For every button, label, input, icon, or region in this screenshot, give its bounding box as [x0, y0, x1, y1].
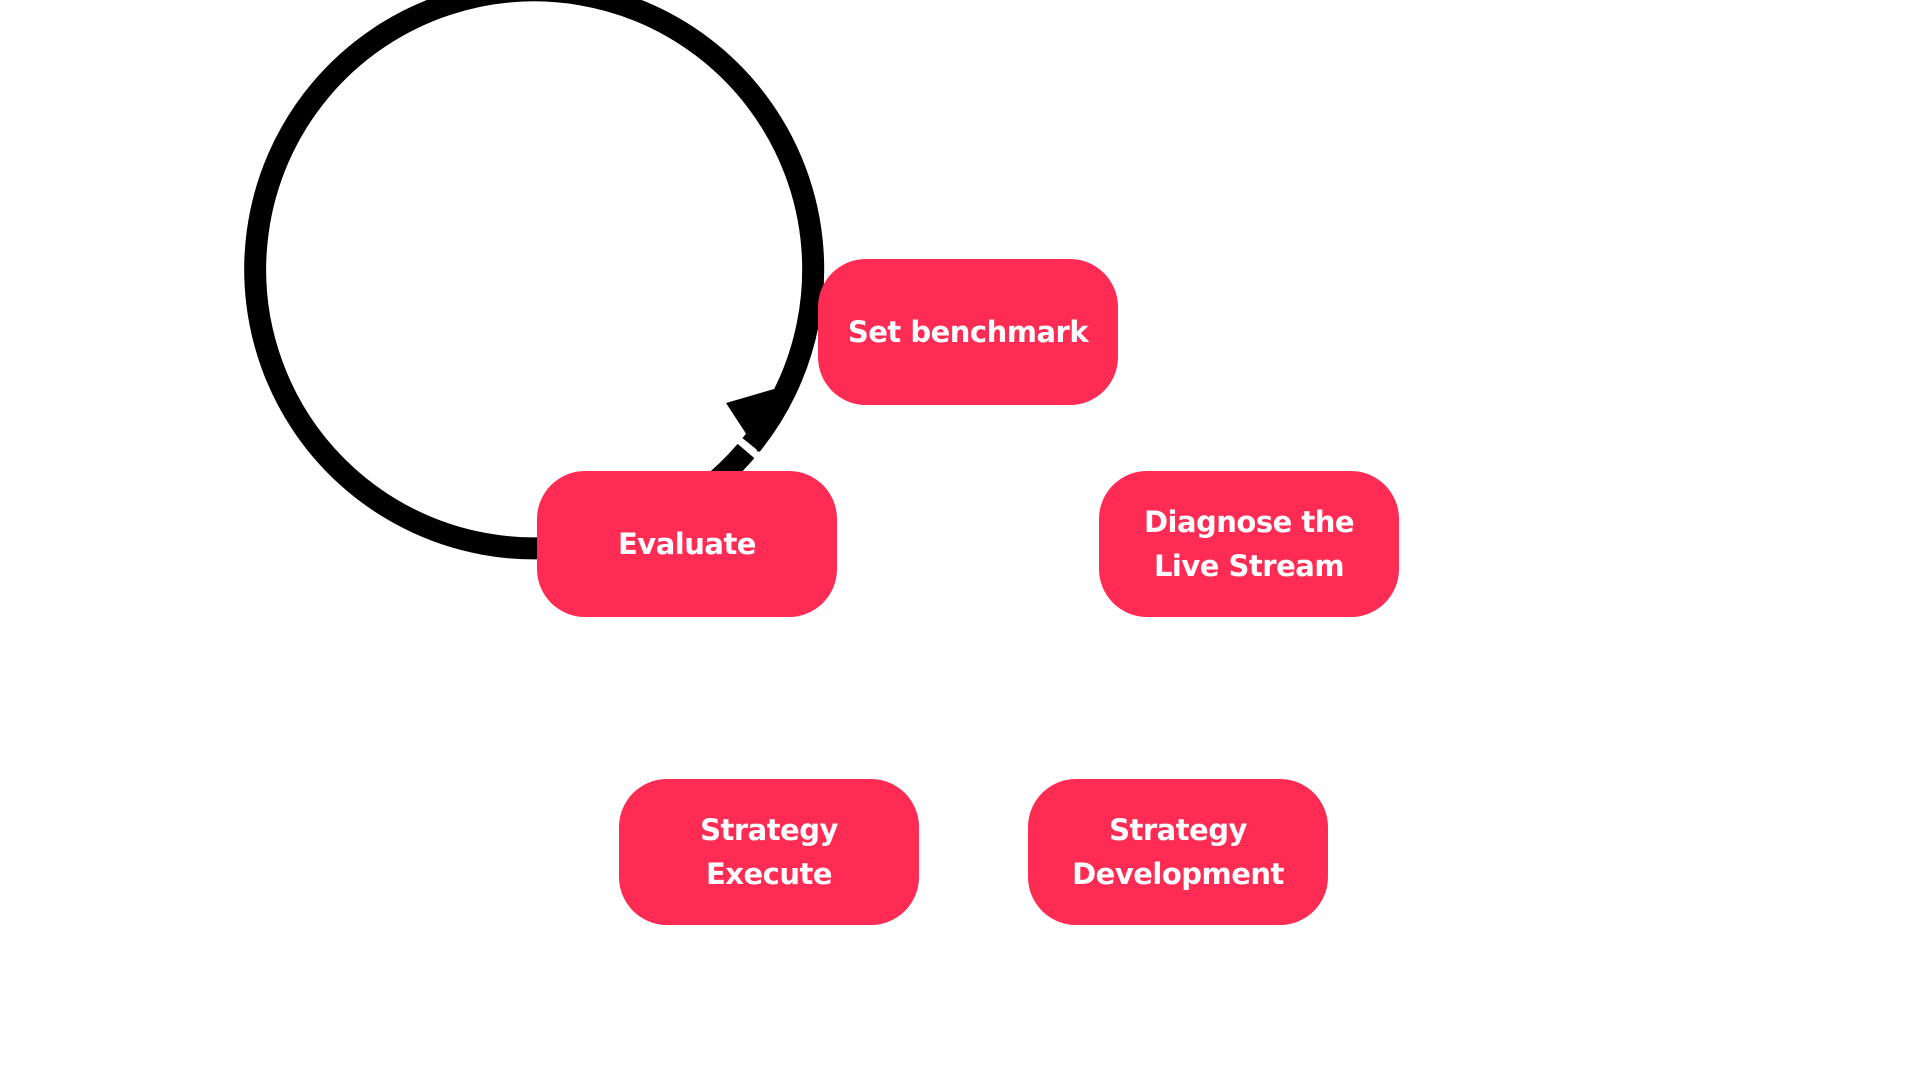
step-label: Strategy Development [1072, 813, 1284, 891]
step-label: Strategy Execute [700, 813, 838, 891]
step-strategy-development: Strategy Development [1028, 779, 1328, 925]
cycle-ring-path [244, 0, 825, 560]
step-evaluate: Evaluate [537, 471, 837, 617]
step-strategy-execute: Strategy Execute [619, 779, 919, 925]
step-label: Evaluate [618, 527, 756, 561]
step-set-benchmark: Set benchmark [818, 259, 1118, 405]
cycle-arrow-icon [726, 382, 798, 452]
step-label: Diagnose the Live Stream [1143, 505, 1355, 583]
step-diagnose-live-stream: Diagnose the Live Stream [1099, 471, 1399, 617]
step-label: Set benchmark [847, 315, 1089, 349]
